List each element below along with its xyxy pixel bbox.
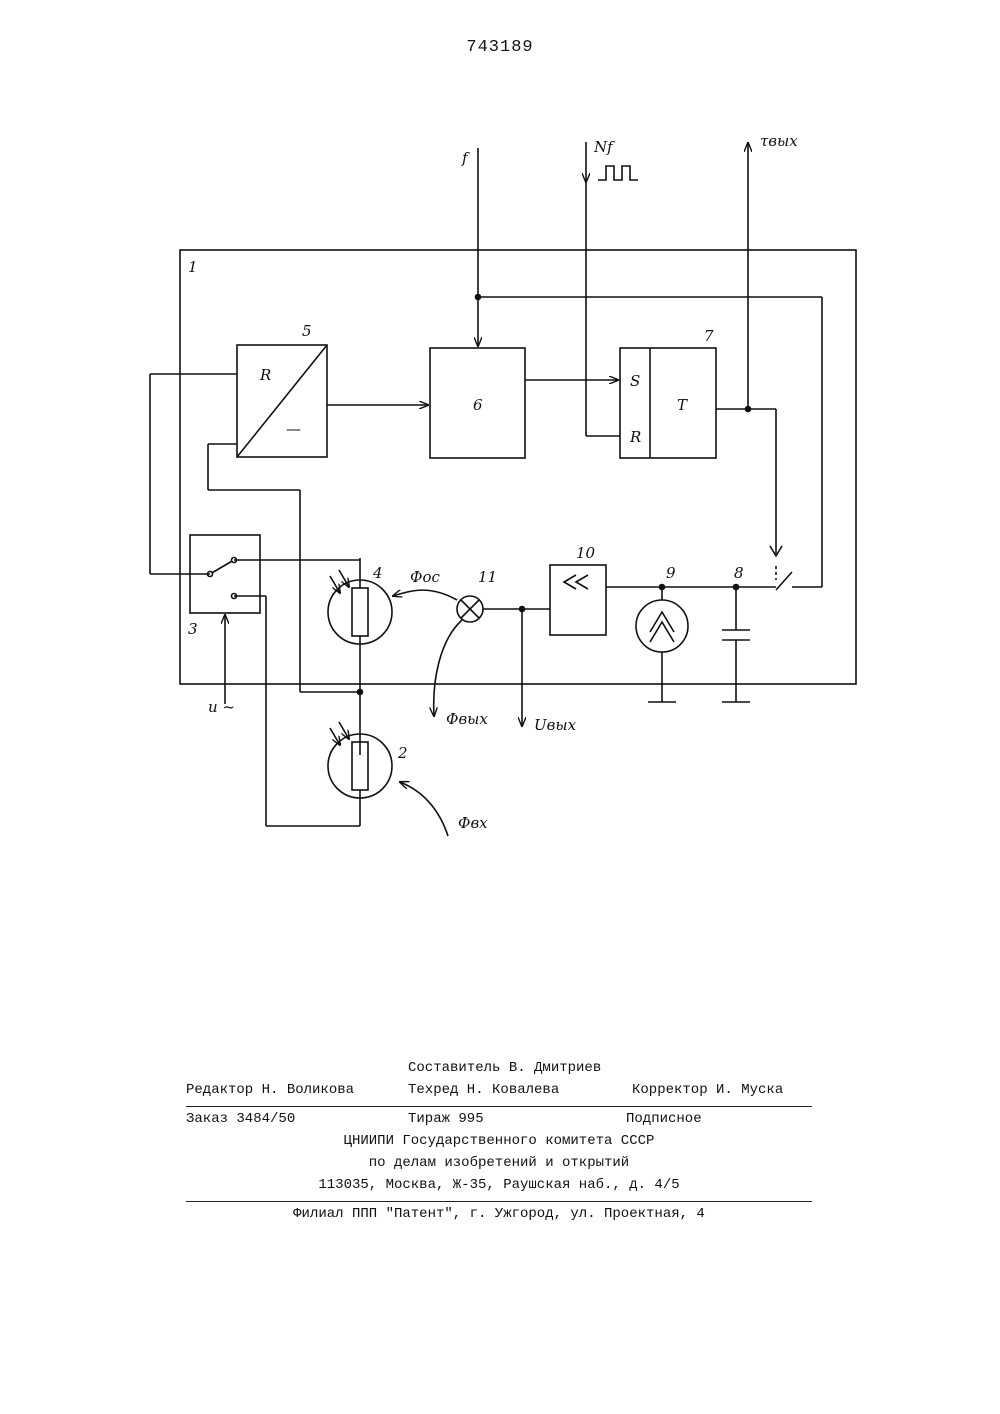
org-line-1: ЦНИИПИ Государственного комитета СССР: [186, 1133, 812, 1155]
signal-nf: Nf: [593, 138, 615, 156]
signal-phi-in: Фвх: [458, 814, 488, 832]
label-5: 5: [302, 322, 312, 340]
signal-phi-oc: Фос: [410, 568, 440, 586]
branch: Филиал ППП "Патент", г. Ужгород, ул. Про…: [186, 1206, 812, 1228]
trigger-reset-label: R: [629, 428, 641, 446]
signal-tau-out: τвых: [760, 132, 798, 150]
label-3: 3: [188, 620, 198, 638]
circuit-diagram: 1 5 6 7 3 4 2 11 10 9 8 R — S R T f Nf τ…: [0, 0, 1000, 900]
imprint-footer: Составитель В. Дмитриев Редактор Н. Воли…: [186, 1060, 812, 1228]
label-9: 9: [666, 564, 676, 582]
address: 113035, Москва, Ж-35, Раушская наб., д. …: [186, 1177, 812, 1199]
label-10: 10: [576, 544, 596, 562]
housing-block-1: [180, 250, 856, 684]
amplifier-block-10: [550, 565, 606, 635]
divider: [186, 1201, 812, 1202]
label-1: 1: [188, 258, 198, 276]
label-4: 4: [372, 564, 383, 582]
label-7: 7: [704, 327, 714, 345]
techred: Техред Н. Ковалева: [408, 1082, 559, 1098]
circulation: Тираж 995: [408, 1111, 484, 1127]
signal-u-ac: u ~: [208, 698, 235, 716]
order-number: Заказ 3484/50: [186, 1111, 295, 1127]
label-2: 2: [397, 744, 408, 762]
trigger-set-label: S: [630, 372, 640, 390]
corrector: Корректор И. Муска: [632, 1082, 783, 1098]
editor: Редактор Н. Воликова: [186, 1082, 354, 1098]
org-line-2: по делам изобретений и открытий: [186, 1155, 812, 1177]
current-source-9: [636, 600, 688, 652]
label-8: 8: [734, 564, 744, 582]
label-11: 11: [478, 568, 497, 586]
divider: [186, 1106, 812, 1107]
subscription: Подписное: [626, 1111, 702, 1127]
compiler: Составитель В. Дмитриев: [408, 1060, 601, 1076]
converter-output-label: —: [286, 420, 301, 438]
signal-u-out: Uвых: [534, 716, 577, 734]
label-6: 6: [473, 396, 483, 414]
trigger-core-label: T: [677, 396, 688, 414]
signal-phi-out: Фвых: [446, 710, 488, 728]
converter-input-label: R: [259, 366, 271, 384]
signal-f: f: [461, 149, 470, 167]
